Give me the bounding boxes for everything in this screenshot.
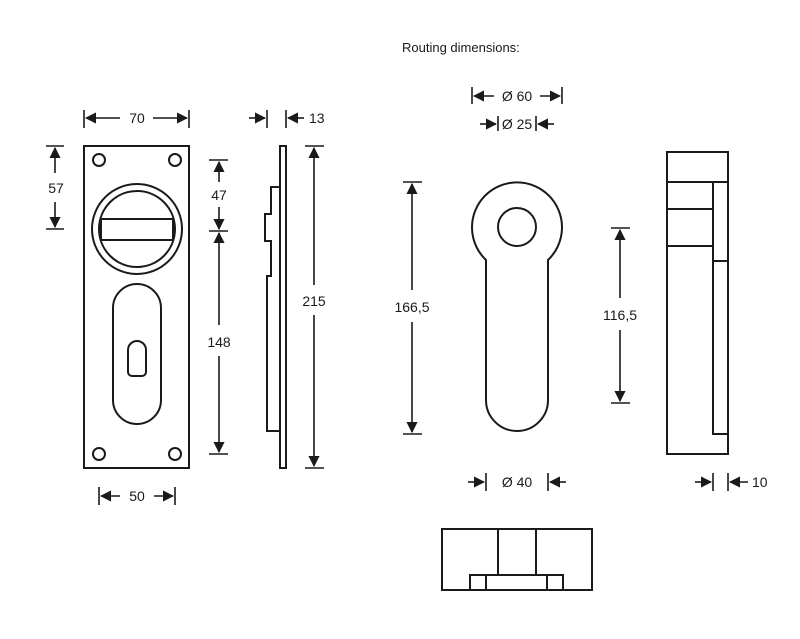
routing-profile [471, 181, 563, 432]
dimension-13: 13 [249, 110, 325, 128]
dimension-215: 215 [302, 145, 326, 469]
label-116-5: 116,5 [603, 307, 637, 323]
dimension-70: 70 [83, 110, 190, 128]
screw-hole-bottom-right [168, 447, 182, 461]
label-50: 50 [129, 488, 145, 504]
ring-handle-bar [100, 218, 174, 241]
routing-caption: Routing dimensions: [402, 40, 520, 55]
routing-outline [471, 181, 563, 432]
keyhole-cylinder-profile [127, 340, 147, 377]
label-dia-60: Ø 60 [502, 88, 533, 104]
label-215: 215 [302, 293, 326, 309]
side-body-profile [264, 186, 280, 432]
screw-hole-top-right [168, 153, 182, 167]
dimension-dia-60: Ø 60 [471, 87, 563, 104]
section-outline [666, 151, 729, 455]
front-view [83, 145, 190, 469]
label-47: 47 [211, 187, 227, 203]
label-148: 148 [207, 334, 231, 350]
ring-handle-inner [98, 190, 176, 268]
cylinder-cover [112, 283, 162, 425]
dimension-50: 50 [98, 487, 176, 505]
screw-hole-top-left [92, 153, 106, 167]
label-dia-40: Ø 40 [502, 474, 533, 490]
dimension-47: 47 [209, 159, 228, 232]
side-view [264, 145, 287, 469]
screw-hole-bottom-left [92, 447, 106, 461]
label-166-5: 166,5 [394, 299, 429, 315]
bottom-outline [441, 528, 593, 591]
ring-handle-outer [91, 183, 183, 275]
dimension-dia-25: Ø 25 [480, 116, 554, 132]
dimension-dia-40: Ø 40 [468, 473, 566, 491]
side-plate [279, 145, 287, 469]
label-57: 57 [48, 180, 64, 196]
front-plate-outline [83, 145, 190, 469]
dimension-166-5: 166,5 [394, 181, 430, 435]
label-dia-25: Ø 25 [502, 116, 533, 132]
bottom-section-view [441, 528, 593, 591]
label-13: 13 [309, 110, 325, 126]
routing-section-view [666, 151, 729, 455]
section-recess [712, 181, 729, 435]
label-10: 10 [752, 474, 768, 490]
dimension-148: 148 [207, 231, 231, 455]
routing-inner-bore [497, 207, 537, 247]
bottom-recess [469, 574, 564, 590]
label-width-70: 70 [129, 110, 145, 126]
dimension-10: 10 [695, 473, 768, 491]
dimension-116-5: 116,5 [603, 227, 637, 404]
dimension-57: 57 [46, 145, 64, 230]
